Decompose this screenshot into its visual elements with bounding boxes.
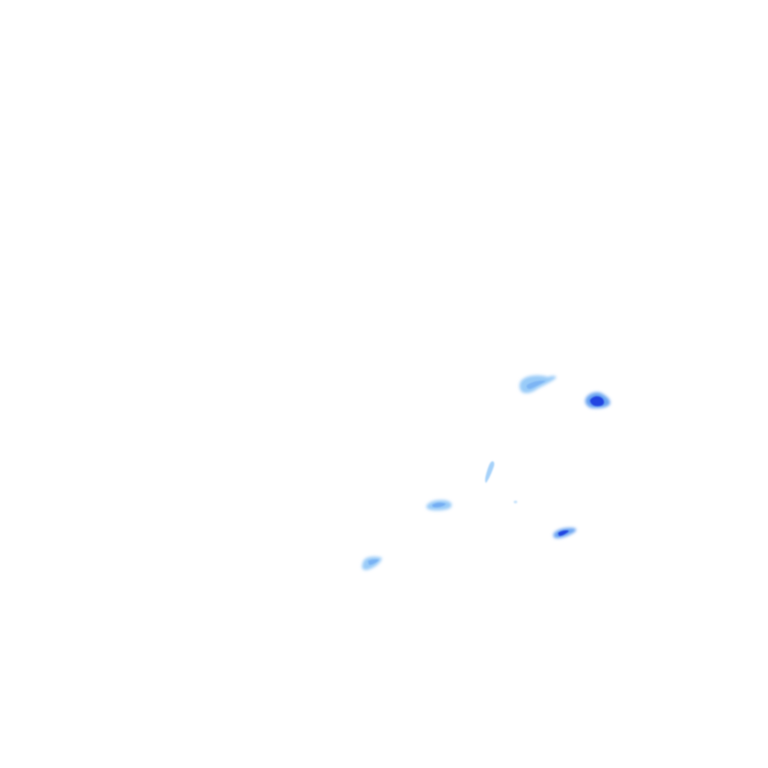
radar-echo (519, 375, 557, 394)
radar-echo (553, 527, 577, 539)
radar-echo (426, 500, 452, 511)
radar-echo-shape (558, 530, 569, 536)
radar-echo (585, 392, 611, 409)
radar-echo-shape (513, 500, 518, 504)
radar-echo-shape (368, 559, 379, 565)
radar-echo (513, 500, 518, 504)
radar-echo (485, 461, 495, 483)
radar-echo-shape (432, 502, 446, 508)
radar-echo (362, 556, 382, 571)
radar-echo-shape (485, 461, 495, 483)
radar-echo-shape (526, 380, 546, 389)
radar-echo-shape (590, 396, 605, 407)
